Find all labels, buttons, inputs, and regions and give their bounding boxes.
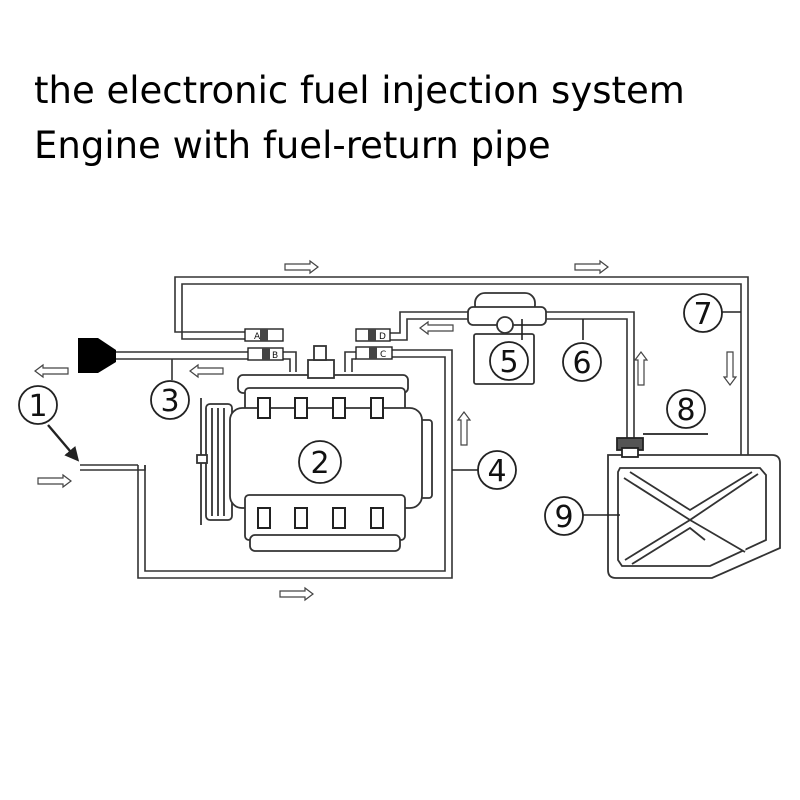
callout-circle-4 <box>477 450 517 490</box>
callout-circle-1 <box>18 385 58 425</box>
canister-icon <box>78 338 116 373</box>
supply-pipe-tank-to-pump <box>545 311 635 440</box>
return-pipe <box>174 276 749 455</box>
callout-circle-8 <box>666 389 706 429</box>
flow-arrow-down <box>722 351 738 386</box>
title-line-1: the electronic fuel injection system <box>34 69 685 112</box>
callout-3: 3 <box>160 384 179 419</box>
connector-label: A <box>254 332 261 342</box>
connector-c: C <box>355 346 393 360</box>
flow-arrow-left <box>189 363 224 379</box>
title-line-2: Engine with fuel-return pipe <box>34 124 551 167</box>
connector-label: C <box>380 350 386 360</box>
connector-label: D <box>379 332 386 342</box>
leader-lines <box>47 311 741 516</box>
callout-9: 9 <box>554 500 573 535</box>
callout-circle-2 <box>298 440 342 484</box>
flow-arrow-right <box>574 259 609 275</box>
callouts <box>18 293 723 536</box>
callout-1: 1 <box>28 389 47 424</box>
flow-arrows <box>34 259 738 602</box>
callout-6: 6 <box>572 346 591 381</box>
flow-arrow-up <box>456 411 472 446</box>
callout-circle-5 <box>489 341 529 381</box>
pipe-4 <box>80 349 453 579</box>
flow-arrow-right <box>37 473 72 489</box>
callout-circle-9 <box>544 496 584 536</box>
engine-cylinders-top <box>257 397 384 419</box>
callout-circle-6 <box>562 342 602 382</box>
callout-5: 5 <box>499 345 518 380</box>
callout-8: 8 <box>676 393 695 428</box>
connector-b: B <box>247 347 284 361</box>
connector-a: A <box>244 328 284 342</box>
callout-7: 7 <box>693 297 712 332</box>
engine-icon <box>196 345 433 552</box>
flow-arrow-left <box>34 363 69 379</box>
flow-arrow-right <box>279 586 314 602</box>
flow-arrow-left <box>419 320 454 336</box>
callout-circle-3 <box>150 380 190 420</box>
connector-label: B <box>272 351 278 361</box>
pipe-3 <box>115 351 356 380</box>
flow-arrow-right <box>284 259 319 275</box>
pipe-pump-to-connector-d <box>390 311 468 341</box>
callout-2: 2 <box>310 446 329 481</box>
connector-d: D <box>355 328 391 342</box>
callout-numbers: 1 2 3 4 5 6 7 8 9 <box>28 297 712 535</box>
fuel-tank-icon <box>607 454 781 579</box>
flow-arrow-up <box>633 351 649 386</box>
fuel-sender-icon <box>616 433 708 458</box>
engine-cylinders-bottom <box>257 507 384 529</box>
callout-4: 4 <box>487 454 506 489</box>
callout-circle-7 <box>683 293 723 333</box>
